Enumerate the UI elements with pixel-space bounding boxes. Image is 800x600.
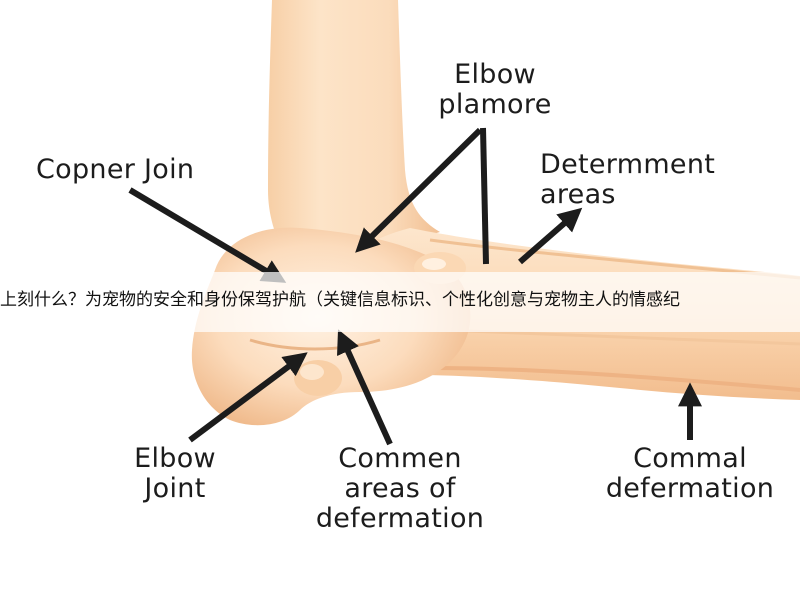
joint-crease bbox=[249, 338, 381, 351]
label-elbow-joint-line2: Joint bbox=[144, 473, 206, 504]
label-determment-areas: Determment areas bbox=[540, 150, 715, 210]
label-commen-areas-line3: defermation bbox=[315, 503, 485, 534]
olecranon-highlight bbox=[300, 364, 324, 380]
label-elbow-joint-line1: Elbow bbox=[134, 443, 216, 474]
label-elbow-plamore-line2: plamore bbox=[438, 89, 552, 120]
label-elbow-plamore: Elbow plamore bbox=[430, 60, 560, 120]
overlay-banner-text: 上刻什么？为宠物的安全和身份保驾护航（关键信息标识、个性化创意与宠物主人的情感纪 bbox=[0, 290, 680, 310]
arrow-determment-areas bbox=[518, 207, 583, 265]
label-commen-areas-line1: Commen bbox=[338, 443, 462, 474]
label-copner-join: Copner Join bbox=[36, 155, 194, 185]
arrow-copner-join bbox=[128, 187, 287, 283]
arrow-commen-areas bbox=[337, 329, 393, 446]
arrow-elbow-plamore-stem bbox=[480, 127, 489, 265]
label-commal-defermation-line1: Commal bbox=[633, 443, 747, 474]
label-commal-defermation-line2: defermation bbox=[605, 473, 775, 504]
label-commal-defermation: Commal defermation bbox=[590, 444, 790, 504]
overlay-banner bbox=[0, 272, 800, 332]
label-commen-areas: Commen areas of defermation bbox=[300, 444, 500, 534]
humerus-bone bbox=[268, 0, 440, 272]
condyle-highlight bbox=[422, 258, 446, 270]
label-copner-join-text: Copner Join bbox=[36, 154, 195, 185]
arrow-elbow-plamore-left bbox=[355, 127, 483, 253]
label-elbow-plamore-line1: Elbow bbox=[454, 59, 536, 90]
label-determment-areas-line1: Determment bbox=[540, 149, 716, 180]
forearm-upper-edge bbox=[429, 238, 800, 280]
label-determment-areas-line2: areas bbox=[540, 179, 616, 210]
label-commen-areas-line2: areas of bbox=[344, 473, 456, 504]
arrow-elbow-joint bbox=[188, 352, 308, 443]
label-elbow-joint: Elbow Joint bbox=[120, 444, 230, 504]
